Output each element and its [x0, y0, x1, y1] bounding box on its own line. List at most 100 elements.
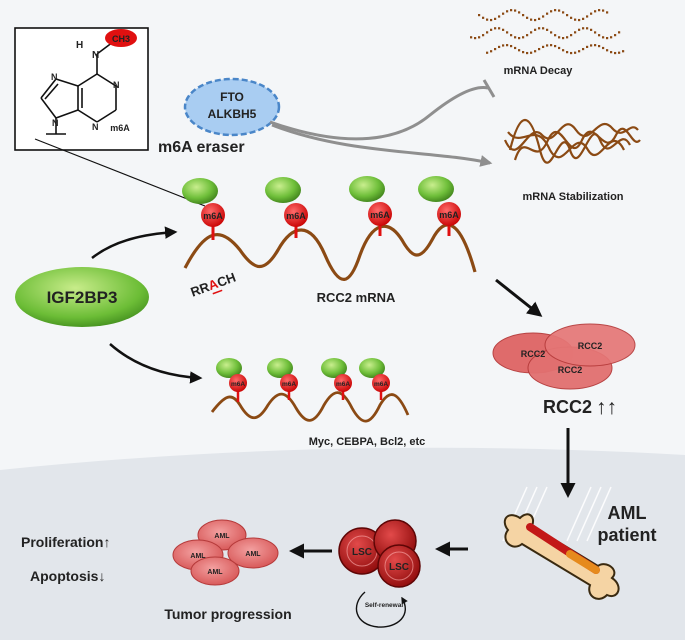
- decay-fragment-dot: [578, 18, 581, 22]
- rcc2-mrna-strand: [183, 223, 477, 281]
- decay-fragment-dot: [514, 36, 517, 39]
- small-m6a-tag-2: m6A: [282, 381, 296, 388]
- m6a-tag-2: m6A: [286, 211, 306, 221]
- m6a-tag-4: m6A: [439, 210, 459, 220]
- nitrogen-atom-ring-3: N: [92, 122, 99, 132]
- decay-fragment-dot: [614, 34, 617, 37]
- eraser-title: m6A eraser: [158, 139, 245, 156]
- decay-fragment-dot: [598, 44, 601, 48]
- m6a-tag-3: m6A: [370, 210, 390, 220]
- decay-fragment-dot: [494, 47, 497, 51]
- decay-fragment-dot: [570, 51, 573, 55]
- decay-fragment-dot: [598, 9, 601, 12]
- small-m6a-tag-4: m6A: [374, 381, 388, 388]
- decay-fragment-dot: [574, 31, 577, 34]
- decay-fragment-dot: [470, 36, 473, 39]
- decay-fragment-dot: [490, 50, 493, 53]
- decay-fragment-dot: [498, 45, 501, 49]
- decay-fragment-dot: [606, 11, 609, 14]
- decay-fragment-dot: [554, 44, 557, 48]
- decay-fragment-dot: [538, 47, 541, 51]
- rcc2-protein-label-2: RCC2: [578, 341, 603, 351]
- decay-fragment-dot: [606, 36, 609, 40]
- decay-fragment-dot: [486, 31, 489, 34]
- decay-fragment-dot: [542, 15, 545, 18]
- decay-inhibition-bar: [482, 79, 496, 98]
- tumor-progression-label: Tumor progression: [164, 606, 291, 622]
- decay-fragment-dot: [570, 16, 573, 19]
- rcc2-upregulated-label: RCC2: [543, 397, 592, 417]
- decay-fragment-dot: [502, 28, 505, 31]
- decay-fragment-dot: [614, 51, 617, 55]
- rrach-motif-text: RRACH: [189, 269, 238, 299]
- decay-fragment-dot: [590, 12, 593, 15]
- translation-arrow: [495, 278, 543, 317]
- decay-fragment-dot: [602, 36, 605, 39]
- decay-fragment-dot: [518, 49, 521, 52]
- decay-fragment-dot: [502, 44, 505, 47]
- rcc2-protein-cluster: RCC2 RCC2 RCC2: [492, 323, 636, 390]
- decay-fragment-dot: [590, 28, 593, 31]
- decay-fragment-dot: [566, 51, 569, 54]
- decay-fragment-dot: [574, 18, 577, 21]
- small-m6a-site-4: m6A: [359, 358, 390, 400]
- m6a-site-1: m6A: [182, 178, 225, 240]
- decay-inhibition-arrow: [269, 85, 489, 141]
- decay-fragment-dot: [522, 36, 525, 39]
- methyl-group-highlight: [105, 29, 137, 47]
- decay-fragment-dot: [602, 9, 605, 12]
- decay-fragment-dot: [510, 34, 513, 37]
- decay-fragment-dot: [534, 18, 537, 22]
- eraser-enzyme-oval: [183, 77, 281, 137]
- decay-fragment-dot: [538, 17, 541, 20]
- patient-label: patient: [597, 525, 656, 545]
- decay-fragment-dot: [546, 44, 549, 47]
- self-renewal-label: Self-renewal: [365, 602, 403, 609]
- decay-fragment-dot: [498, 15, 501, 18]
- decay-fragment-dot: [562, 11, 565, 14]
- eraser-alkbh5-label: ALKBH5: [208, 107, 257, 121]
- aml-cells-cluster: AML AML AML AML: [172, 519, 279, 586]
- decay-fragment-dot: [582, 27, 585, 30]
- decay-fragment-dot: [582, 17, 585, 20]
- eraser-fto-label: FTO: [220, 90, 244, 104]
- aml-cell-label-3: AML: [245, 551, 261, 558]
- decay-fragment-dot: [542, 45, 545, 49]
- m6a-tag-1: m6A: [203, 211, 223, 221]
- decay-fragment-dot: [530, 18, 533, 21]
- decay-fragment-dot: [534, 50, 537, 53]
- decay-fragment-dot: [494, 17, 497, 20]
- igf2bp3-oval: [15, 267, 149, 327]
- decay-fragment-dot: [526, 51, 529, 55]
- rrach-motif: RRACH: [189, 269, 238, 299]
- m6a-site-2: m6A: [265, 177, 308, 238]
- proliferation-label: Proliferation↑: [21, 534, 110, 550]
- small-m6a-site-3: m6A: [321, 358, 352, 400]
- m6a-structure-label: m6A: [110, 123, 130, 133]
- target-mrna-strand: [210, 391, 410, 423]
- aml-label: AML: [608, 503, 647, 523]
- self-renewal-cycle-arrow: [355, 591, 408, 628]
- aml-cell-label-1: AML: [214, 533, 230, 540]
- decay-fragment-dot: [570, 34, 573, 37]
- decay-fragment-dot: [530, 51, 533, 54]
- decay-fragment-dot: [538, 27, 541, 30]
- nitrogen-atom-amine: N: [92, 50, 99, 61]
- igf2bp3-label: IGF2BP3: [47, 288, 118, 307]
- decay-fragment-dot: [610, 36, 613, 39]
- decay-fragment-dot: [594, 31, 597, 34]
- decay-fragment-dot: [586, 45, 589, 49]
- decay-fragment-dot: [510, 9, 513, 12]
- decay-fragment-dot: [554, 9, 557, 12]
- decay-fragment-dot: [526, 34, 529, 37]
- decay-fragment-dot: [554, 34, 557, 37]
- decay-fragment-dot: [558, 36, 561, 39]
- decay-fragment-dot: [550, 10, 553, 13]
- decay-fragment-dot: [518, 36, 521, 40]
- decay-fragment-dot: [506, 31, 509, 34]
- decay-fragment-dot: [578, 50, 581, 53]
- decay-fragment-dot: [526, 16, 529, 19]
- decay-fragments: [470, 9, 625, 55]
- rcc2-protein-label-3: RCC2: [558, 365, 583, 375]
- small-m6a-site-1: m6A: [216, 358, 247, 402]
